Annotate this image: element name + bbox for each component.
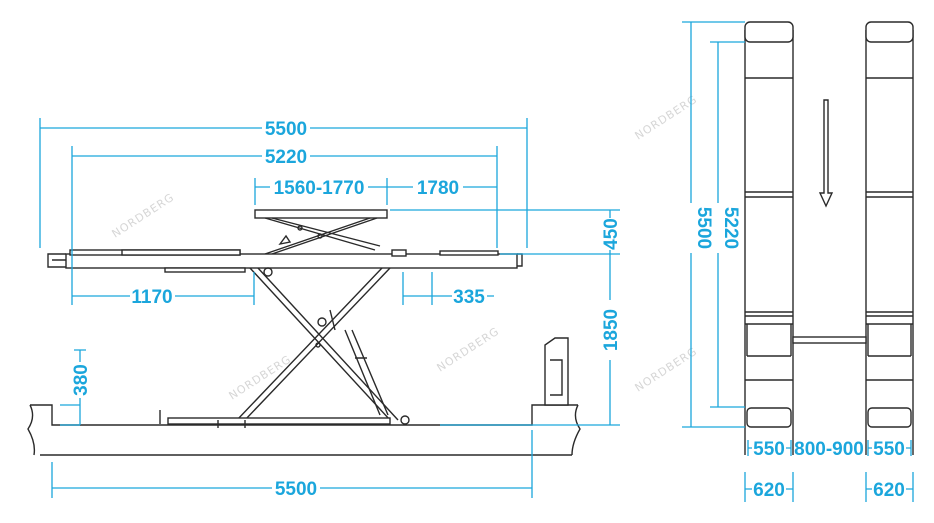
side-view <box>27 209 581 456</box>
console-panel <box>550 359 563 396</box>
underside-beam <box>164 267 246 273</box>
cross-beam <box>792 336 867 344</box>
dim-lift-height: 1850 <box>601 309 622 351</box>
dim-upper-height: 450 <box>601 218 622 250</box>
rear-ramp <box>517 253 523 267</box>
dim-top-overall-length: 5500 <box>693 207 714 249</box>
dim-front-offset: 1170 <box>131 287 172 308</box>
dim-plate-width: 335 <box>453 287 485 308</box>
dim-runway-inner-right: 550 <box>873 439 905 460</box>
watermark: NORDBERG <box>633 345 700 395</box>
slide-plate <box>121 249 241 256</box>
direction-arrow-icon <box>818 99 834 208</box>
front-ramp <box>47 253 66 268</box>
top-view <box>744 21 914 455</box>
upper-platform <box>254 209 388 219</box>
dim-upper-offset: 1780 <box>417 178 459 199</box>
dim-top-platform-length: 5220 <box>720 207 741 249</box>
rear-plate <box>439 250 499 256</box>
top-dimensions: 5500 5220 550 800-900 550 620 620 <box>682 21 914 502</box>
dim-platform-length: 5220 <box>265 147 307 168</box>
dim-overall-length: 5500 <box>265 119 307 140</box>
base-frame <box>167 417 391 425</box>
watermark: NORDBERG <box>633 93 700 143</box>
dim-runway-outer-right: 620 <box>873 480 905 501</box>
dim-gap: 800-900 <box>794 439 864 460</box>
runway-right <box>865 21 914 455</box>
floor-pit <box>30 404 578 456</box>
watermark: NORDBERG <box>435 325 502 375</box>
base-pins <box>159 410 246 428</box>
runway-left <box>744 21 794 455</box>
main-platform <box>65 253 518 269</box>
dim-base-height: 380 <box>71 364 92 396</box>
floor-break <box>27 404 581 456</box>
side-dimensions: 5500 5220 1560-1770 1780 450 1850 1170 3… <box>39 118 622 500</box>
dim-runway-inner-left: 550 <box>753 439 785 460</box>
dim-base-length: 5500 <box>275 479 317 500</box>
upper-scissor <box>264 217 381 255</box>
dim-runway-outer-left: 620 <box>753 480 785 501</box>
dim-upper-platform: 1560-1770 <box>274 178 365 199</box>
stop-block <box>391 249 407 257</box>
lower-scissor <box>236 267 410 425</box>
watermark: NORDBERG <box>110 191 177 241</box>
